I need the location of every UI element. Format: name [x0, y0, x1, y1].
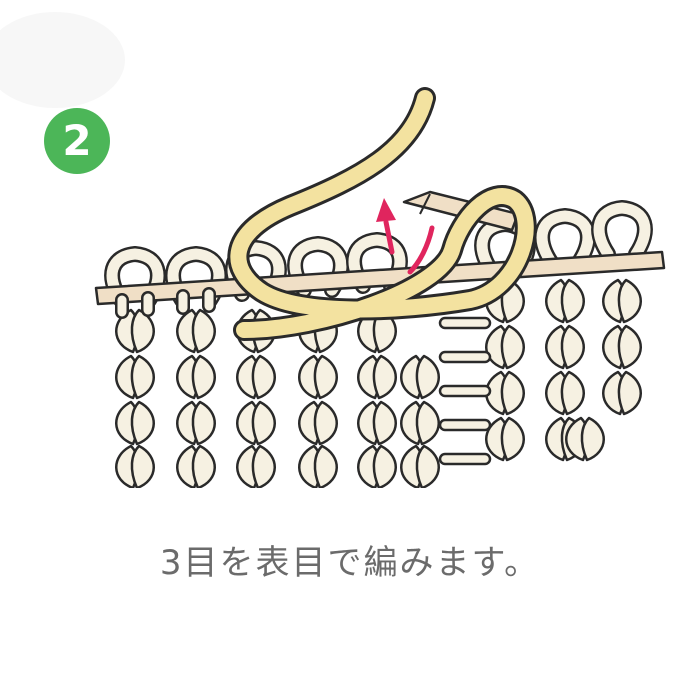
knitting-illustration — [0, 12, 666, 500]
stitch-loops-front — [115, 287, 216, 319]
working-yarn — [227, 87, 537, 341]
ladder-bars — [438, 316, 492, 466]
knitted-fabric — [100, 278, 643, 500]
corner-shade — [0, 12, 125, 108]
step-number-badge: 2 — [44, 108, 110, 174]
instruction-caption: 3目を表目で編みます。 — [159, 543, 541, 583]
direction-arrow-icon — [376, 198, 435, 275]
